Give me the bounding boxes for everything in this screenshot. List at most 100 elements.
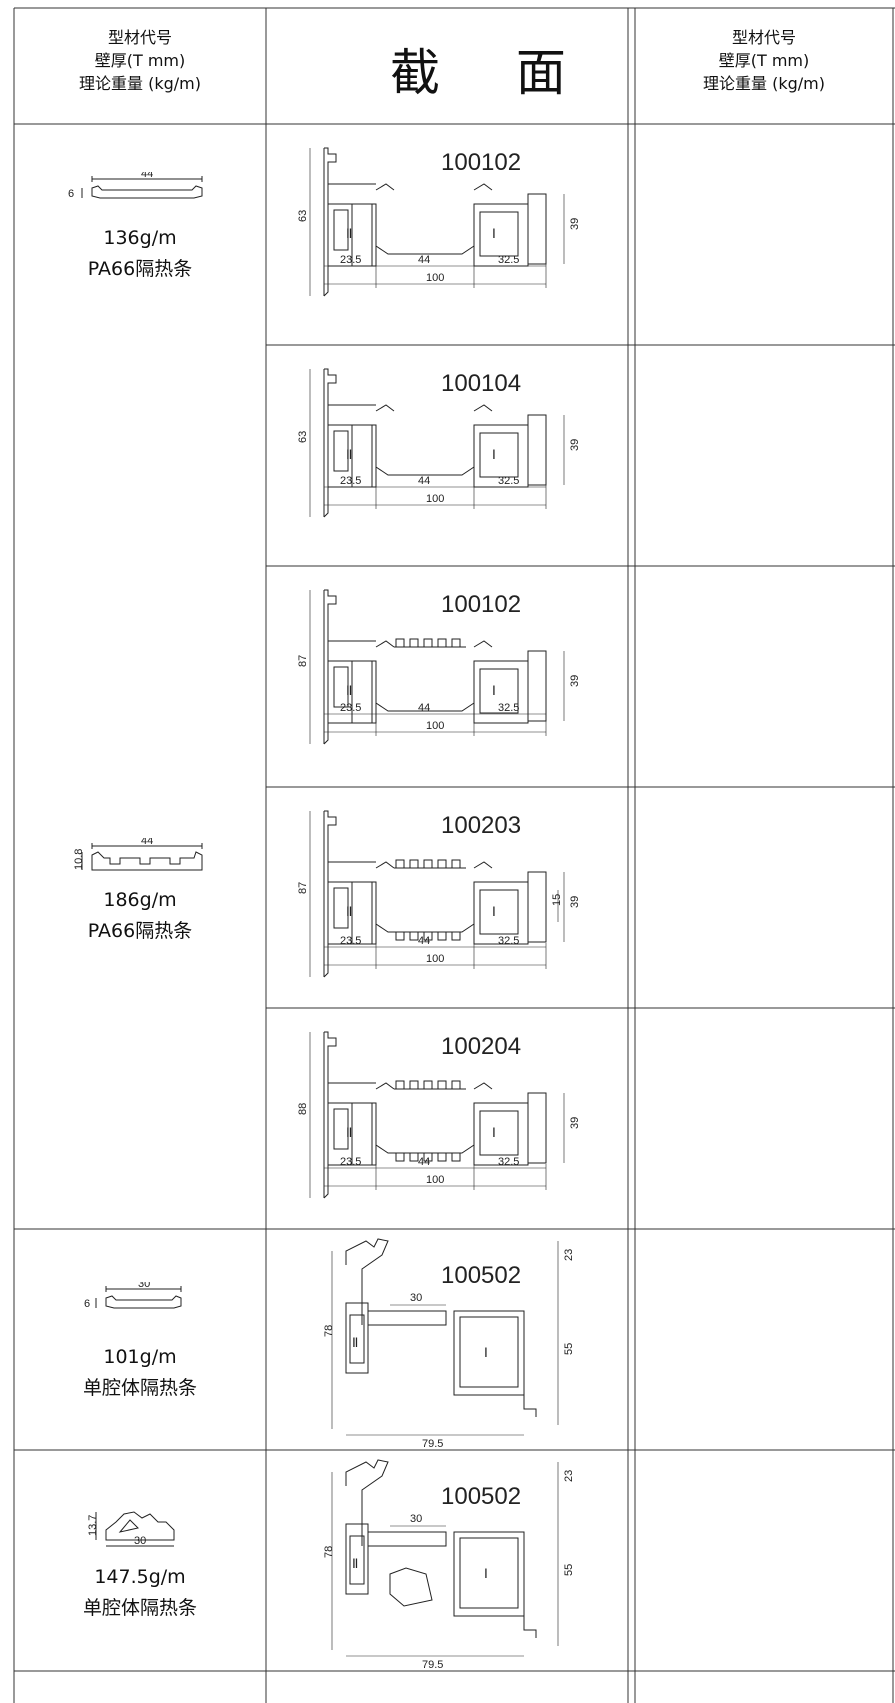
chamber-mark-left: Ⅱ [346, 683, 352, 698]
chamber-mark-left: Ⅱ [346, 447, 352, 462]
group-1-text: 136g/m PA66隔热条 [14, 223, 266, 285]
height-dimension: 63 [297, 431, 309, 443]
header-right-line-2: 壁厚(T mm) [718, 51, 810, 70]
segment-dimension: 23.5 [340, 935, 361, 947]
header-left-line-2: 壁厚(T mm) [94, 51, 186, 70]
section-code: 100502 [441, 1262, 521, 1289]
segment-dimension: 23.5 [340, 475, 361, 487]
section-code: 100104 [441, 370, 521, 397]
header-left-line-1: 型材代号 [107, 28, 172, 47]
height-dimension: 88 [297, 1103, 309, 1115]
inner-height-dimension: 15 [551, 894, 563, 906]
header-title: 截 面 [390, 44, 596, 102]
segment-dimension: 32.5 [498, 1156, 519, 1168]
section-drawing-5: 100204 88 39 23.5 44 32.5 100 Ⅱ Ⅰ [266, 1008, 626, 1228]
strip-width-label: 30 [134, 1535, 146, 1547]
height-dimension: 87 [297, 655, 309, 667]
chamber-mark-right: Ⅰ [484, 1345, 488, 1360]
strip-height-label: 13.7 [87, 1515, 99, 1536]
right-height-dimension: 39 [569, 1117, 581, 1129]
strip-weight: 186g/m [103, 889, 177, 911]
strip-name: PA66隔热条 [87, 920, 193, 942]
chamber-mark-right: Ⅰ [492, 447, 496, 462]
header-left: 型材代号 壁厚(T mm) 理论重量 (kg/m) [14, 26, 266, 95]
segment-dimension: 44 [418, 254, 430, 266]
segment-dimension: 32.5 [498, 475, 519, 487]
section-code: 100204 [441, 1033, 521, 1060]
strip-weight: 147.5g/m [94, 1566, 186, 1588]
right-height-dimension: 39 [569, 218, 581, 230]
segment-dimension: 23.5 [340, 702, 361, 714]
thermal-strip-drawing-3: 30 6 [84, 1282, 182, 1310]
total-dimension: 100 [426, 953, 444, 965]
section-drawing-2: 100104 63 39 23.5 44 32.5 100 Ⅱ Ⅰ [266, 345, 626, 565]
section-code: 100102 [441, 591, 521, 618]
segment-dimension: 44 [418, 935, 430, 947]
thermal-strip-drawing-1: 44 6 [68, 172, 203, 200]
inner-width-dimension: 30 [410, 1292, 422, 1304]
right-height-dimension: 55 [563, 1564, 575, 1576]
strip-height-label: 6 [84, 1298, 90, 1310]
height-dimension: 78 [323, 1546, 335, 1558]
segment-dimension: 23.5 [340, 1156, 361, 1168]
chamber-mark-right: Ⅰ [492, 1125, 496, 1140]
header-right-line-3: 理论重量 (kg/m) [703, 74, 825, 93]
strip-width-label: 44 [141, 172, 153, 180]
chamber-mark-left: Ⅱ [352, 1556, 358, 1571]
group-3-text: 101g/m 单腔体隔热条 [14, 1342, 266, 1404]
strip-width-label: 44 [141, 838, 153, 847]
total-dimension: 79.5 [422, 1438, 443, 1450]
inner-width-dimension: 30 [410, 1513, 422, 1525]
group-2-text: 186g/m PA66隔热条 [14, 885, 266, 947]
header-left-line-3: 理论重量 (kg/m) [79, 74, 201, 93]
chamber-mark-left: Ⅱ [346, 1125, 352, 1140]
segment-dimension: 32.5 [498, 702, 519, 714]
segment-dimension: 32.5 [498, 254, 519, 266]
strip-name: PA66隔热条 [87, 258, 193, 280]
segment-dimension: 32.5 [498, 935, 519, 947]
section-drawing-6: 100502 78 23 55 30 79.5 Ⅱ Ⅰ [266, 1229, 626, 1450]
strip-weight: 136g/m [103, 227, 177, 249]
chamber-mark-left: Ⅱ [346, 904, 352, 919]
section-code: 100502 [441, 1483, 521, 1510]
right-height-dimension: 39 [569, 675, 581, 687]
total-dimension: 79.5 [422, 1659, 443, 1671]
section-code: 100102 [441, 149, 521, 176]
header-right: 型材代号 壁厚(T mm) 理论重量 (kg/m) [635, 26, 893, 95]
right-height-dimension: 39 [569, 896, 581, 908]
top-height-dimension: 23 [563, 1249, 575, 1261]
chamber-mark-left: Ⅱ [352, 1335, 358, 1350]
header-right-line-1: 型材代号 [731, 28, 796, 47]
height-dimension: 87 [297, 882, 309, 894]
thermal-strip-drawing-4: 30 13.7 [87, 1511, 175, 1547]
strip-height-label: 10.8 [73, 849, 85, 870]
thermal-strip-drawing-2: 44 10.8 [73, 838, 203, 871]
segment-dimension: 44 [418, 1156, 430, 1168]
top-height-dimension: 23 [563, 1470, 575, 1482]
total-dimension: 100 [426, 1174, 444, 1186]
strip-width-label: 30 [138, 1282, 150, 1290]
section-drawing-7: 100502 78 23 55 30 79.5 Ⅱ Ⅰ [266, 1450, 626, 1671]
strip-name: 单腔体隔热条 [82, 1377, 197, 1399]
strip-weight: 101g/m [103, 1346, 177, 1368]
chamber-mark-right: Ⅰ [492, 683, 496, 698]
segment-dimension: 44 [418, 475, 430, 487]
group-4-text: 147.5g/m 单腔体隔热条 [14, 1562, 266, 1624]
section-drawing-3: 100102 87 39 23.5 44 32.5 100 Ⅱ Ⅰ [266, 566, 626, 786]
segment-dimension: 44 [418, 702, 430, 714]
strip-height-label: 6 [68, 188, 74, 200]
chamber-mark-left: Ⅱ [346, 226, 352, 241]
segment-dimension: 23.5 [340, 254, 361, 266]
strip-name: 单腔体隔热条 [82, 1597, 197, 1619]
total-dimension: 100 [426, 720, 444, 732]
chamber-mark-right: Ⅰ [484, 1566, 488, 1581]
total-dimension: 100 [426, 493, 444, 505]
right-height-dimension: 39 [569, 439, 581, 451]
total-dimension: 100 [426, 272, 444, 284]
chamber-mark-right: Ⅰ [492, 226, 496, 241]
height-dimension: 78 [323, 1325, 335, 1337]
right-height-dimension: 55 [563, 1343, 575, 1355]
